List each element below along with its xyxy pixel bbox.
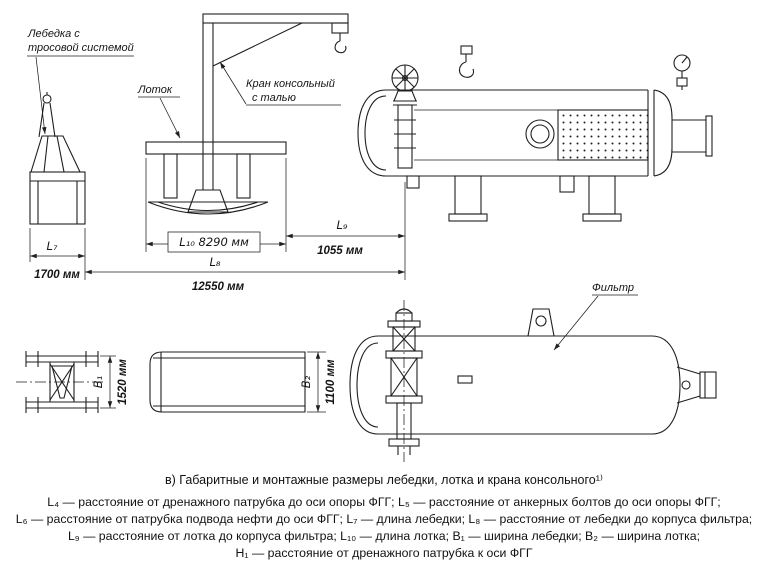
winch-front-view: Лебедка с тросовой системой [27,28,134,225]
filter-outlet-cone [676,366,717,404]
winch-pulley-mast [38,92,56,138]
filter-view: Фильтр [349,282,717,462]
console-crane-view: Кран консольный с талью [202,13,349,190]
winch-label-line1: Лебедка с [27,28,80,40]
crane-label-line2: с талью [252,92,296,104]
crane-leader-line [219,61,247,105]
legend-line-4: H₁ — расстояние от дренажного патрубка к… [235,546,533,560]
separator-vessel-view [357,45,713,222]
dimension-L9: L₉ 1055 мм [286,182,406,280]
filter-shell [349,335,681,435]
tray-label: Лоток [137,84,173,96]
B1-value: 1520 мм [117,359,129,405]
crane-foot [187,189,229,213]
dimension-B1: B₁ 1520 мм [91,355,129,409]
dimension-L10: L₁₀ 8290 мм [145,158,287,253]
L9-symbol: L₉ [336,218,347,232]
legend-line-3: L₉ — расстояние от лотка до корпуса филь… [67,529,701,543]
tray-leg-left [163,153,178,199]
drawing-canvas: Лебедка с тросовой системой [16,13,717,462]
filter-drain-valve-stack [385,300,423,462]
winch-base-frame [29,171,86,225]
dimension-L8: L₈ 12550 мм [85,255,405,293]
crane-arm [202,13,349,24]
pressure-gauge-icon [673,54,691,90]
winch-drum-hood [30,135,81,173]
legend: L₄ — расстояние от дренажного патрубка д… [0,494,768,562]
figure-caption: в) Габаритные и монтажные размеры лебедк… [165,473,603,487]
dimension-B2: B₂ 1100 мм [299,351,337,413]
internal-flange-column [394,104,416,169]
B2-symbol: B₂ [299,375,313,388]
tray-leader-line [159,97,181,139]
filter-label: Фильтр [592,282,634,294]
handwheel-valve [391,64,419,106]
bottom-nozzle [559,175,575,193]
legend-line-2: L₆ — расстояние от патрубка подвода нефт… [15,512,753,526]
manhole-port [525,119,555,149]
filter-leader-line [553,295,599,351]
dimension-L7: L₇ 1700 мм [29,228,86,281]
support-saddle-right [582,175,622,222]
B1-symbol: B₁ [91,376,105,389]
crane-label-line1: Кран консольный [246,78,335,90]
L7-value: 1700 мм [34,269,80,281]
drain-nozzle [406,175,420,189]
tray-dish [147,201,269,215]
crane-hoist-trolley [331,22,349,34]
L7-symbol: L₇ [46,239,57,253]
L8-symbol: L₈ [209,255,220,269]
tray-leg-right [236,153,251,199]
L10-text-box [167,231,261,253]
L10-text: L₁₀ 8290 мм [179,235,249,249]
filter-nameplate [457,375,473,384]
legend-line-1: L₄ — расстояние от дренажного патрубка д… [47,495,721,509]
B2-value: 1100 мм [325,359,337,404]
winch-rails [25,351,99,413]
winch-leader-line [35,56,47,135]
vessel-outlet-nozzle [672,115,713,157]
perforated-plate [557,109,649,161]
crane-brace [212,22,303,67]
L8-value: 12550 мм [192,281,245,293]
support-saddle-left [448,175,488,222]
filter-lifting-lug [527,308,555,337]
tray-plate [145,141,287,155]
lifting-hook-icon [458,45,475,78]
L9-value: 1055 мм [317,245,363,257]
winch-top-view [16,351,106,413]
tray-front-view: Лоток [137,84,287,215]
tray-top-view [149,351,306,413]
winch-label-line2: тросовой системой [28,42,134,54]
crane-hook-icon [334,33,347,54]
